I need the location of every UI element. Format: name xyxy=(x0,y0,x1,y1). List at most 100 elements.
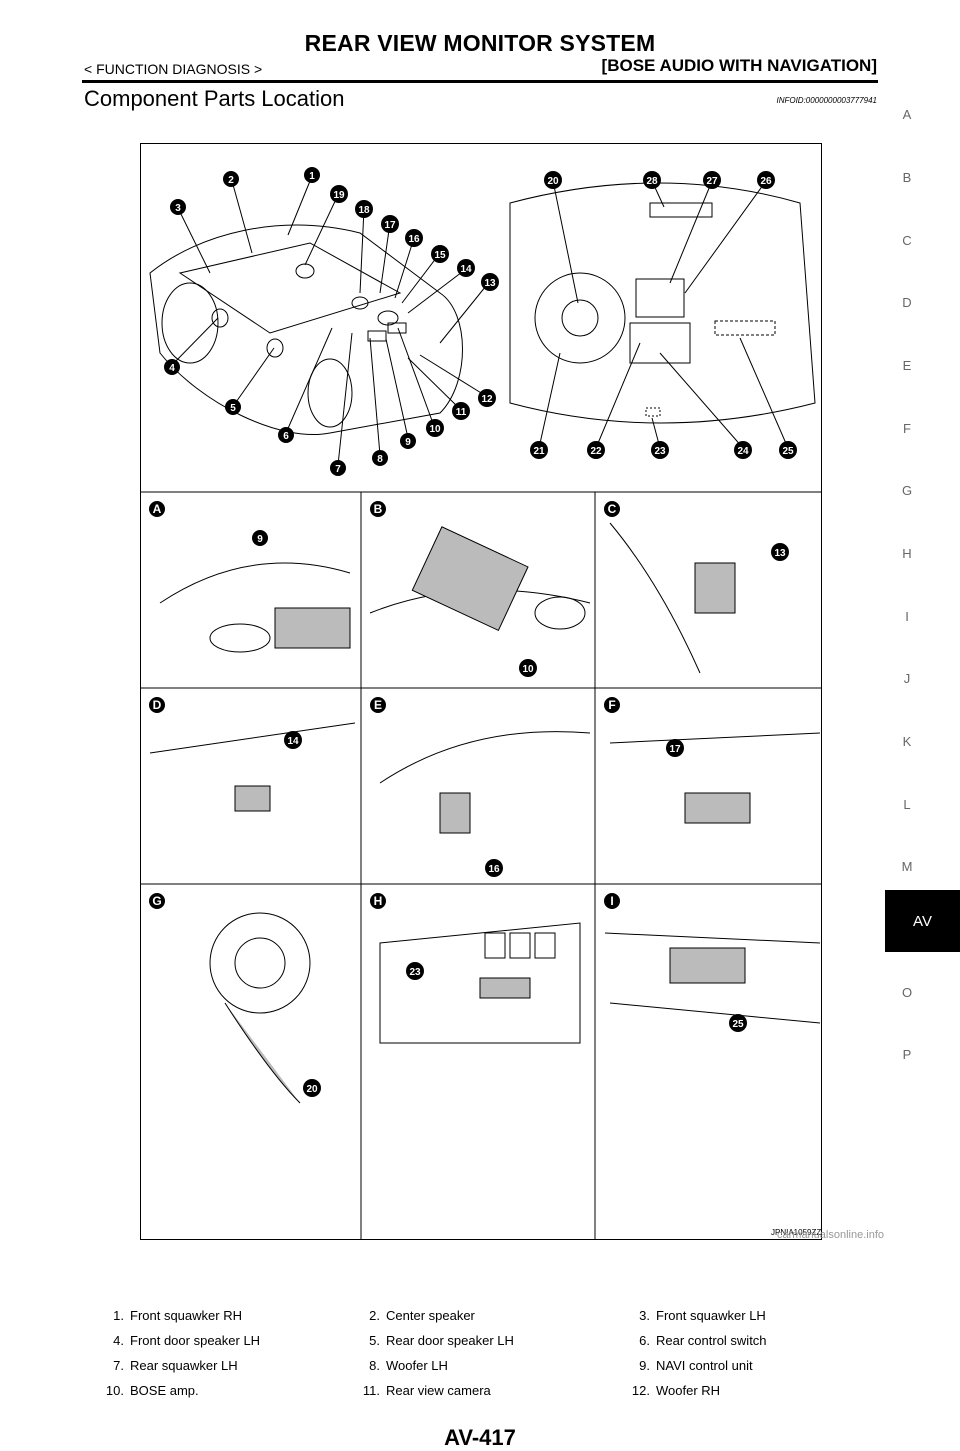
svg-text:25: 25 xyxy=(732,1019,744,1030)
legend-row: 7. Rear squawker LH 8. Woofer LH 9. NAVI… xyxy=(100,1353,836,1378)
legend-label: Woofer LH xyxy=(386,1358,448,1373)
callout-8: 8 xyxy=(372,450,388,466)
panel-label-i: I xyxy=(604,893,620,909)
callout-2: 2 xyxy=(223,171,239,187)
legend-num: 3. xyxy=(639,1308,650,1323)
legend-num: 7. xyxy=(113,1358,124,1373)
side-index-o: O xyxy=(901,985,913,1000)
callout-24: 24 xyxy=(734,441,752,459)
side-index-i: I xyxy=(905,609,909,624)
svg-text:9: 9 xyxy=(257,534,263,545)
svg-text:10: 10 xyxy=(429,424,441,435)
svg-text:2: 2 xyxy=(228,175,234,186)
legend-num: 2. xyxy=(369,1308,380,1323)
panel-c-callout-13: 13 xyxy=(771,543,789,561)
legend-num: 12. xyxy=(631,1383,650,1398)
svg-text:10: 10 xyxy=(522,664,534,675)
svg-text:C: C xyxy=(608,502,617,516)
panel-f-callout-17: 17 xyxy=(666,739,684,757)
svg-text:14: 14 xyxy=(287,736,299,747)
panel-label-f: F xyxy=(604,697,620,713)
callout-13: 13 xyxy=(481,273,499,291)
svg-text:13: 13 xyxy=(484,278,496,289)
svg-text:3: 3 xyxy=(175,203,181,214)
svg-text:14: 14 xyxy=(460,264,472,275)
callout-4: 4 xyxy=(164,359,180,375)
svg-text:E: E xyxy=(374,698,382,712)
legend-num: 11. xyxy=(362,1383,380,1398)
callout-15: 15 xyxy=(431,245,449,263)
svg-text:I: I xyxy=(610,894,613,908)
legend-row: 1. Front squawker RH 2. Center speaker 3… xyxy=(100,1303,836,1328)
legend-label: NAVI control unit xyxy=(656,1358,753,1373)
svg-text:18: 18 xyxy=(358,205,370,216)
callout-28: 28 xyxy=(643,171,661,189)
callout-7: 7 xyxy=(330,460,346,476)
running-header-left: < FUNCTION DIAGNOSIS > xyxy=(84,61,263,77)
svg-text:28: 28 xyxy=(646,176,658,187)
svg-text:B: B xyxy=(374,502,383,516)
svg-text:25: 25 xyxy=(782,446,794,457)
running-header-title: REAR VIEW MONITOR SYSTEM xyxy=(304,30,656,56)
callout-11: 11 xyxy=(452,402,470,420)
side-index-e: E xyxy=(902,358,912,373)
svg-text:5: 5 xyxy=(230,403,236,414)
side-index-l: L xyxy=(903,797,911,812)
svg-text:17: 17 xyxy=(669,744,681,755)
side-index-j: J xyxy=(903,671,911,686)
svg-text:D: D xyxy=(153,698,162,712)
panel-a-callout-9: 9 xyxy=(252,530,268,546)
panel-label-c: C xyxy=(604,501,620,517)
page-number: AV-417 xyxy=(444,1425,516,1450)
callout-18: 18 xyxy=(355,200,373,218)
watermark: carmanualsonline.info xyxy=(777,1229,885,1241)
svg-text:8: 8 xyxy=(377,454,383,465)
callout-10: 10 xyxy=(426,419,444,437)
side-index-b: B xyxy=(902,170,912,185)
callout-23: 23 xyxy=(651,441,669,459)
svg-text:7: 7 xyxy=(335,464,341,475)
component-legend: 1. Front squawker RH 2. Center speaker 3… xyxy=(100,1303,836,1403)
callout-21: 21 xyxy=(530,441,548,459)
svg-text:F: F xyxy=(608,698,615,712)
panel-label-d: D xyxy=(149,697,165,713)
side-index-av-tab: AV xyxy=(885,890,960,952)
panel-b-callout-10: 10 xyxy=(519,659,537,677)
svg-text:17: 17 xyxy=(384,220,396,231)
callout-6: 6 xyxy=(278,427,294,443)
svg-text:20: 20 xyxy=(547,176,559,187)
legend-label: Woofer RH xyxy=(656,1383,721,1398)
legend-num: 8. xyxy=(369,1358,380,1373)
panel-label-g: G xyxy=(149,893,165,909)
svg-text:19: 19 xyxy=(333,190,345,201)
callout-27: 27 xyxy=(703,171,721,189)
legend-label: Rear control switch xyxy=(656,1333,767,1348)
svg-text:16: 16 xyxy=(408,234,420,245)
legend-label: Front squawker LH xyxy=(656,1308,766,1323)
panel-g-callout-20: 20 xyxy=(303,1079,321,1097)
legend-num: 9. xyxy=(639,1358,650,1373)
svg-text:A: A xyxy=(153,502,162,516)
side-index-d: D xyxy=(902,295,912,310)
side-index-c: C xyxy=(902,233,912,248)
svg-text:20: 20 xyxy=(306,1084,318,1095)
svg-text:15: 15 xyxy=(434,250,446,261)
side-index-g: G xyxy=(901,483,913,498)
legend-label: Center speaker xyxy=(386,1308,475,1323)
callout-26: 26 xyxy=(757,171,775,189)
section-title: Component Parts Location xyxy=(84,86,345,111)
legend-row: 4. Front door speaker LH 5. Rear door sp… xyxy=(100,1328,836,1353)
component-location-figure: A B C D E F G H I 1 2 3 4 5 6 7 8 9 10 1… xyxy=(140,167,822,1240)
legend-label: Rear squawker LH xyxy=(130,1358,238,1373)
callout-3: 3 xyxy=(170,199,186,215)
panel-label-a: A xyxy=(149,501,165,517)
legend-label: Rear door speaker LH xyxy=(386,1333,514,1348)
svg-text:23: 23 xyxy=(654,446,666,457)
callout-14: 14 xyxy=(457,259,475,277)
svg-text:11: 11 xyxy=(456,407,467,418)
svg-text:6: 6 xyxy=(283,431,289,442)
callout-17: 17 xyxy=(381,215,399,233)
figure-frame xyxy=(140,143,822,1240)
legend-label: Front squawker RH xyxy=(130,1308,242,1323)
callout-22: 22 xyxy=(587,441,605,459)
